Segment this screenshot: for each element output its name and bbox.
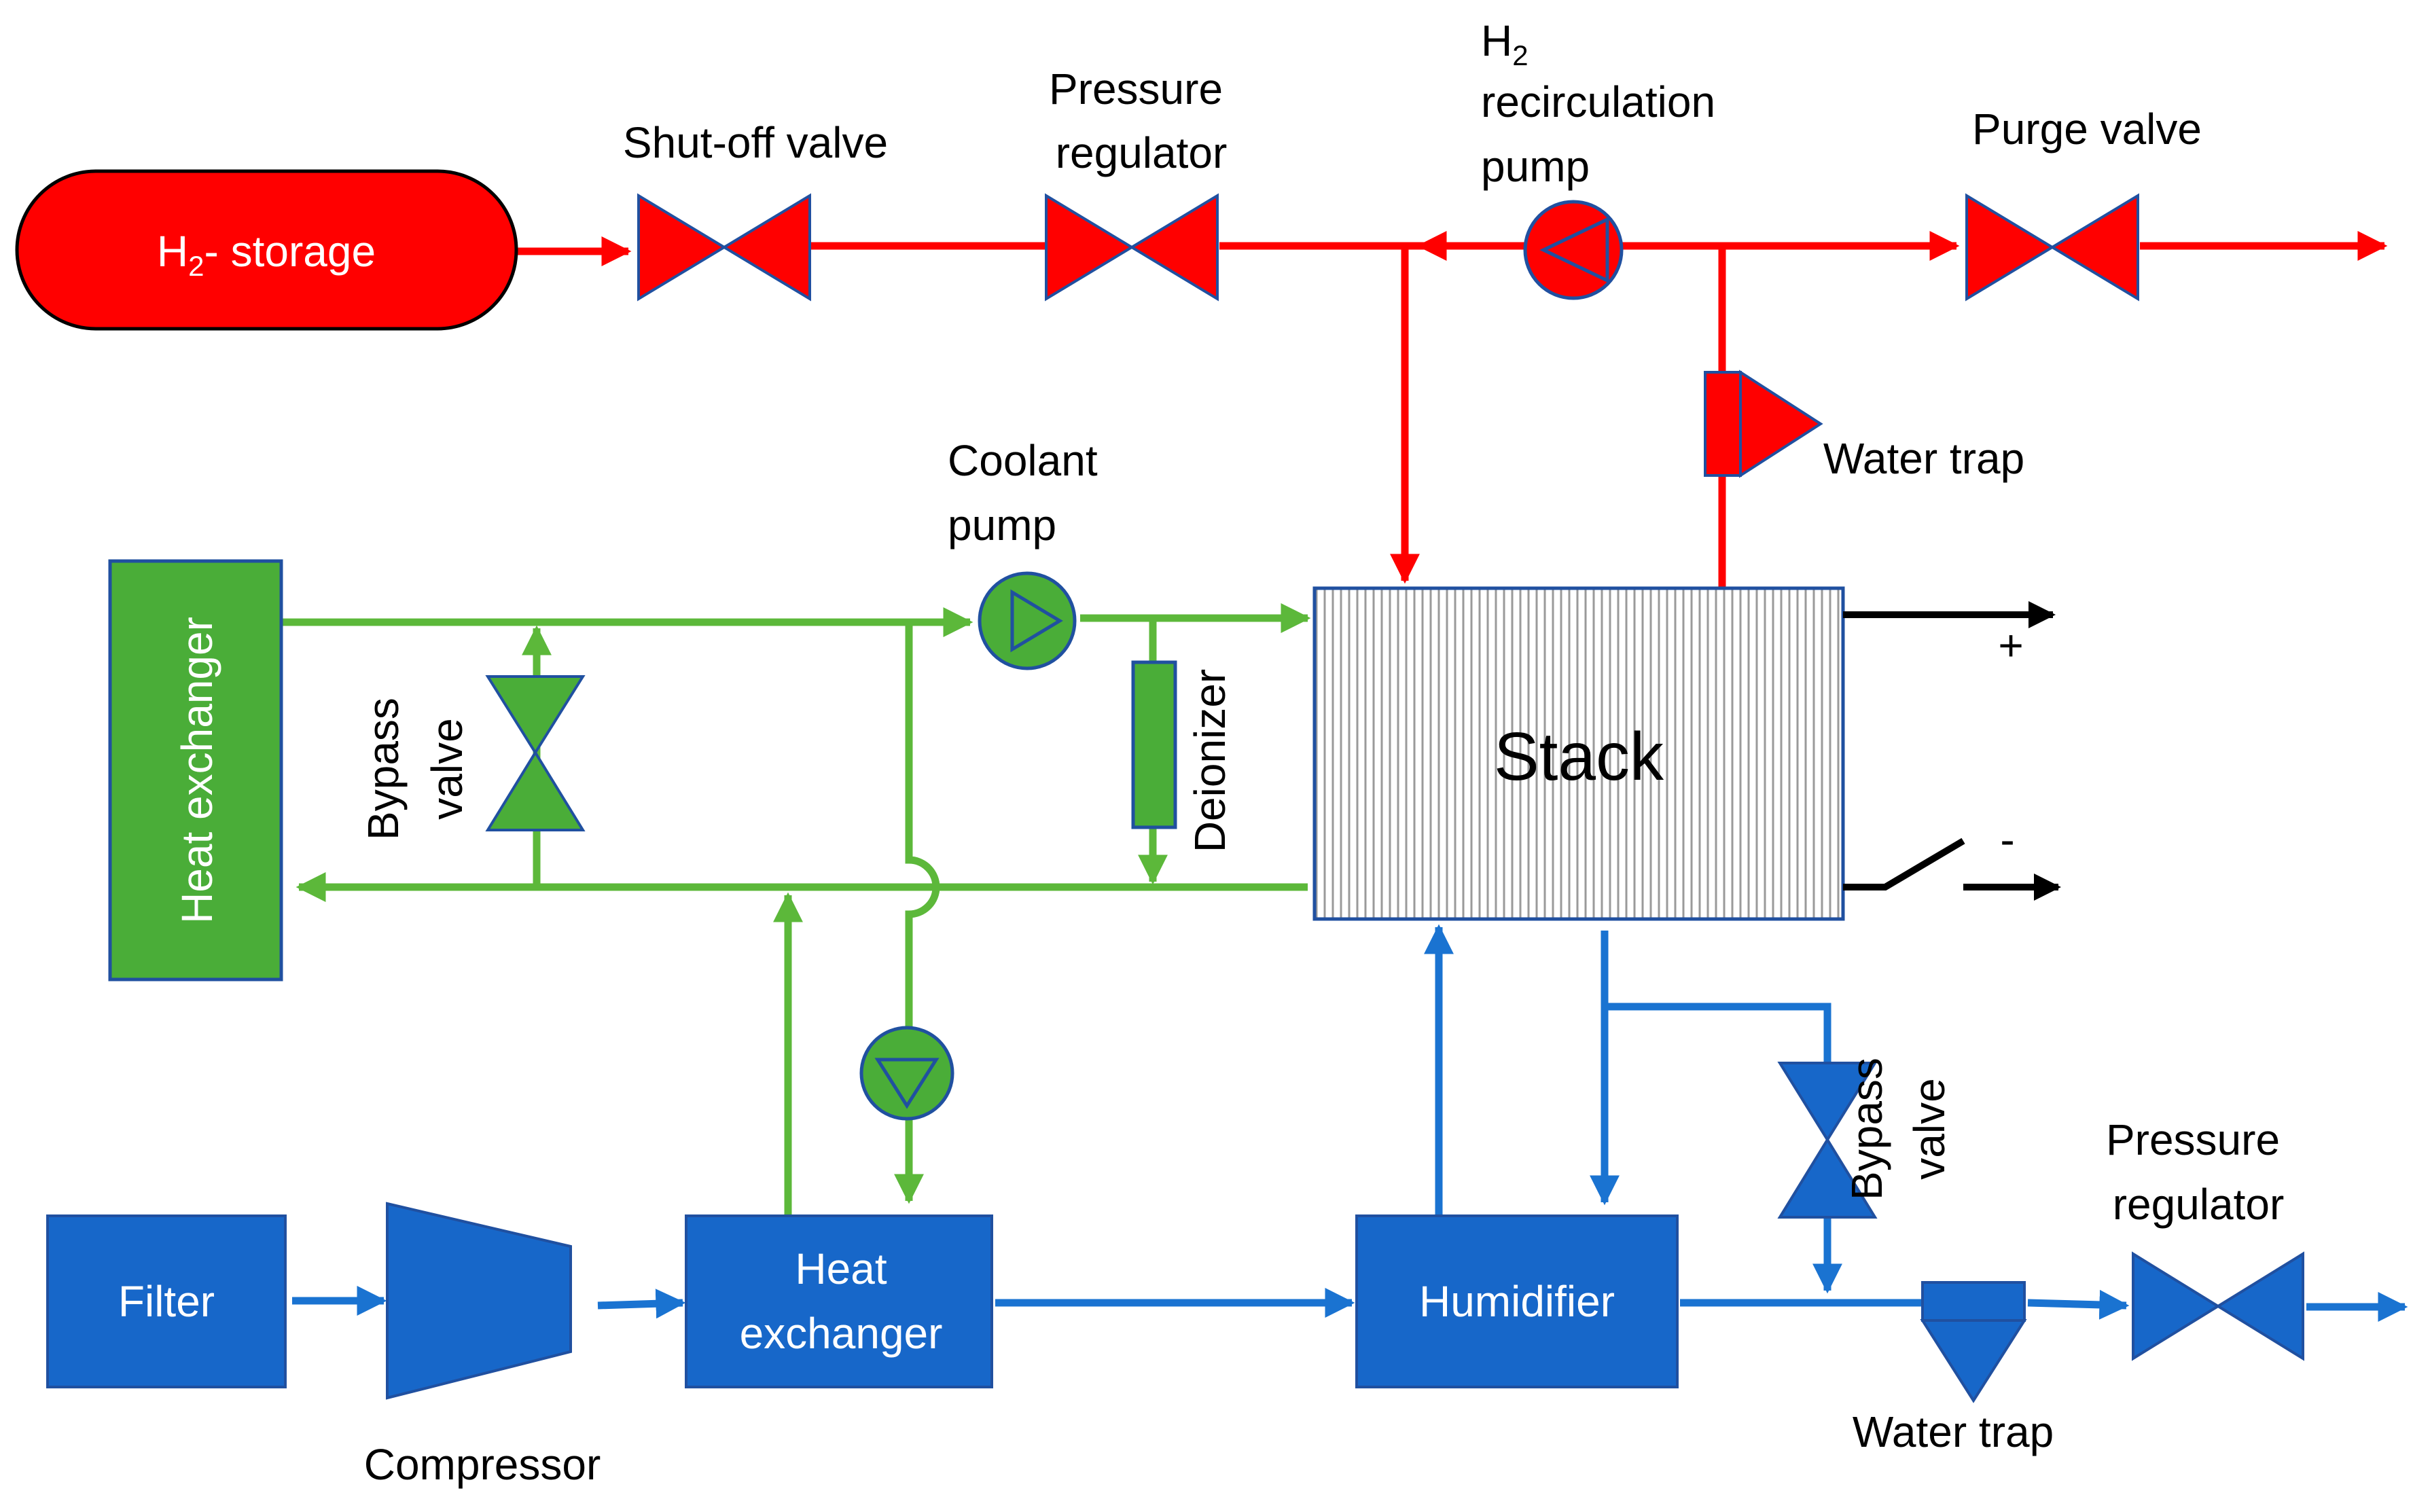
air-water-trap-label: Water trap bbox=[1853, 1407, 2054, 1456]
air-bypass-label-2: valve bbox=[1905, 1078, 1954, 1179]
air-bypass-label-1: Bypass bbox=[1842, 1058, 1891, 1200]
air-bypass-valve-icon bbox=[1777, 1062, 1878, 1219]
coolant-pump-label-2: pump bbox=[948, 501, 1056, 550]
electrical-terminals bbox=[1843, 601, 2061, 901]
deionizer bbox=[1131, 660, 1177, 829]
air-pressure-regulator-icon bbox=[2132, 1251, 2304, 1361]
coolant-heat-exchanger bbox=[108, 559, 283, 982]
h2-water-trap-icon bbox=[1704, 370, 1823, 478]
humidifier-label: Humidifier bbox=[1419, 1277, 1615, 1326]
fuel-cell-stack bbox=[1312, 586, 1845, 921]
purge-valve-label: Purge valve bbox=[1972, 105, 2202, 154]
h2-storage-label-sub: 2 bbox=[188, 250, 204, 282]
h2-water-trap-label: Water trap bbox=[1823, 434, 2024, 483]
coolant-pump-icon bbox=[978, 571, 1077, 670]
secondary-coolant-pump-icon bbox=[859, 1026, 954, 1121]
positive-terminal-label: + bbox=[1998, 621, 2023, 670]
coolant-bypass-label-1: Bypass bbox=[359, 698, 408, 840]
air-filter bbox=[46, 1214, 287, 1388]
h2-pump-label-main: H bbox=[1481, 16, 1512, 65]
air-pressure-regulator-label-1: Pressure bbox=[2106, 1115, 2280, 1164]
air-heat-exchanger-label-2: exchanger bbox=[740, 1309, 943, 1358]
negative-terminal-switch bbox=[1843, 838, 1965, 890]
svg-text:H2: H2 bbox=[1481, 16, 1529, 71]
air-water-trap-icon bbox=[1920, 1281, 2027, 1403]
deionizer-label: Deionizer bbox=[1185, 669, 1234, 852]
coolant-pipe-to-secondary-pump bbox=[905, 622, 940, 1029]
h2-storage-tank: H2- storage bbox=[15, 169, 518, 331]
h2-pump-label-sub: 2 bbox=[1512, 39, 1528, 71]
h2-pressure-regulator-label-2: regulator bbox=[1056, 128, 1228, 177]
h2-storage-label-main: H bbox=[157, 227, 188, 276]
svg-text:H2- storage: H2- storage bbox=[157, 227, 376, 282]
air-pressure-regulator-label-2: regulator bbox=[2113, 1180, 2285, 1229]
air-pipe-compressor-to-hx bbox=[597, 1289, 686, 1319]
shutoff-valve-label: Shut-off valve bbox=[623, 118, 888, 167]
humidifier bbox=[1355, 1214, 1679, 1388]
stack-label: Stack bbox=[1494, 719, 1664, 795]
h2-storage-label-suffix: - storage bbox=[204, 227, 376, 276]
air-bypass-branch bbox=[1605, 1003, 1831, 1063]
hydrogen-lines bbox=[516, 231, 2388, 588]
coolant-heat-exchanger-label: Heat exchanger bbox=[173, 617, 221, 924]
compressor-icon bbox=[386, 1202, 572, 1400]
air-pipe-trap-to-regulator bbox=[2027, 1289, 2130, 1320]
air-lines bbox=[292, 924, 2408, 1322]
compressor-label: Compressor bbox=[364, 1440, 601, 1489]
coolant-bypass-label-2: valve bbox=[423, 718, 471, 819]
h2-pressure-regulator-icon bbox=[1045, 193, 1219, 302]
h2-recirculation-pump-icon bbox=[1523, 200, 1624, 300]
purge-valve-icon bbox=[1965, 193, 2139, 302]
h2-pressure-regulator-label-1: Pressure bbox=[1049, 65, 1223, 113]
shutoff-valve-icon bbox=[637, 193, 811, 302]
coolant-pump-label-1: Coolant bbox=[948, 436, 1098, 485]
h2-pump-label-line3: pump bbox=[1481, 142, 1590, 191]
air-heat-exchanger bbox=[685, 1214, 993, 1388]
coolant-bypass-valve-icon bbox=[485, 675, 586, 831]
air-heat-exchanger-label-1: Heat bbox=[795, 1244, 887, 1293]
negative-terminal-label: - bbox=[2000, 815, 2014, 864]
h2-pump-label-line2: recirculation bbox=[1481, 77, 1715, 126]
air-filter-label: Filter bbox=[118, 1277, 215, 1326]
